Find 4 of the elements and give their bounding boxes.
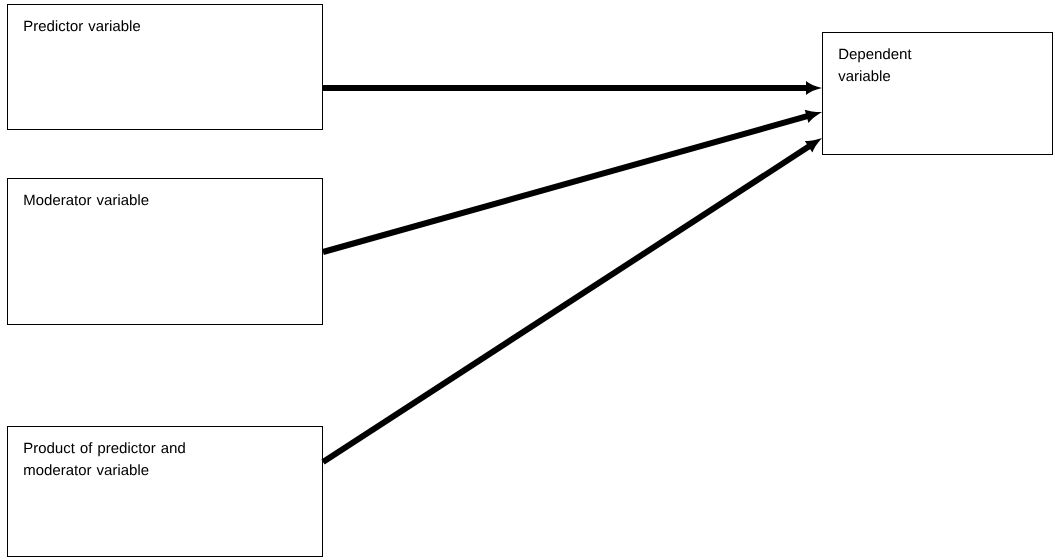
variable-box: Product of predictor and moderator variable — [7, 426, 323, 557]
variable-box: Moderator variable — [7, 178, 323, 325]
variable-box: Dependent variable — [822, 32, 1053, 155]
variable-box: Predictor variable — [7, 4, 323, 130]
